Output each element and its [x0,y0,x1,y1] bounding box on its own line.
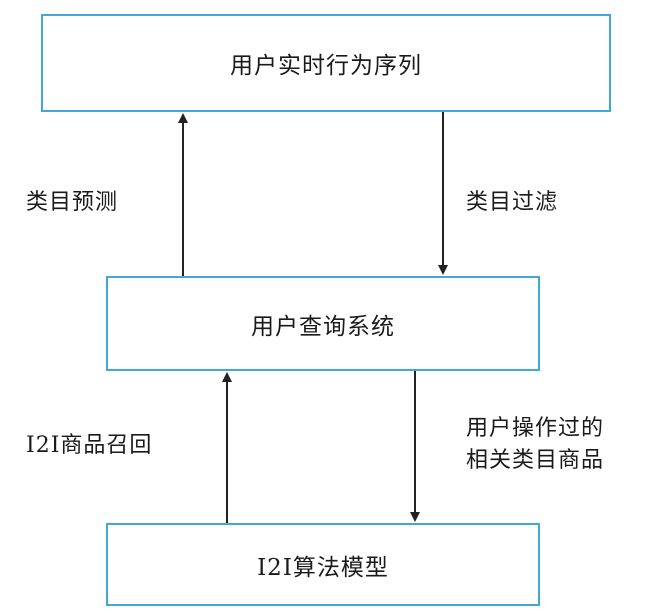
user-query-system-box: 用户查询系统 [106,276,540,371]
user-query-system-label: 用户查询系统 [251,313,395,340]
i2i-model-label: I2I算法模型 [257,554,389,581]
user-ops-label-line2: 相关类目商品 [466,448,605,473]
category-prediction-label: 类目预测 [26,190,119,215]
category-filter-label: 类目过滤 [466,190,559,215]
user-realtime-behavior-label: 用户实时行为序列 [230,53,422,79]
user-ops-label: 用户操作过的 相关类目商品 [466,413,604,477]
i2i-recall-label: I2I商品召回 [26,433,153,458]
i2i-model-box: I2I算法模型 [106,523,540,606]
user-ops-label-line1: 用户操作过的 [466,416,605,441]
user-realtime-behavior-box: 用户实时行为序列 [41,14,611,112]
